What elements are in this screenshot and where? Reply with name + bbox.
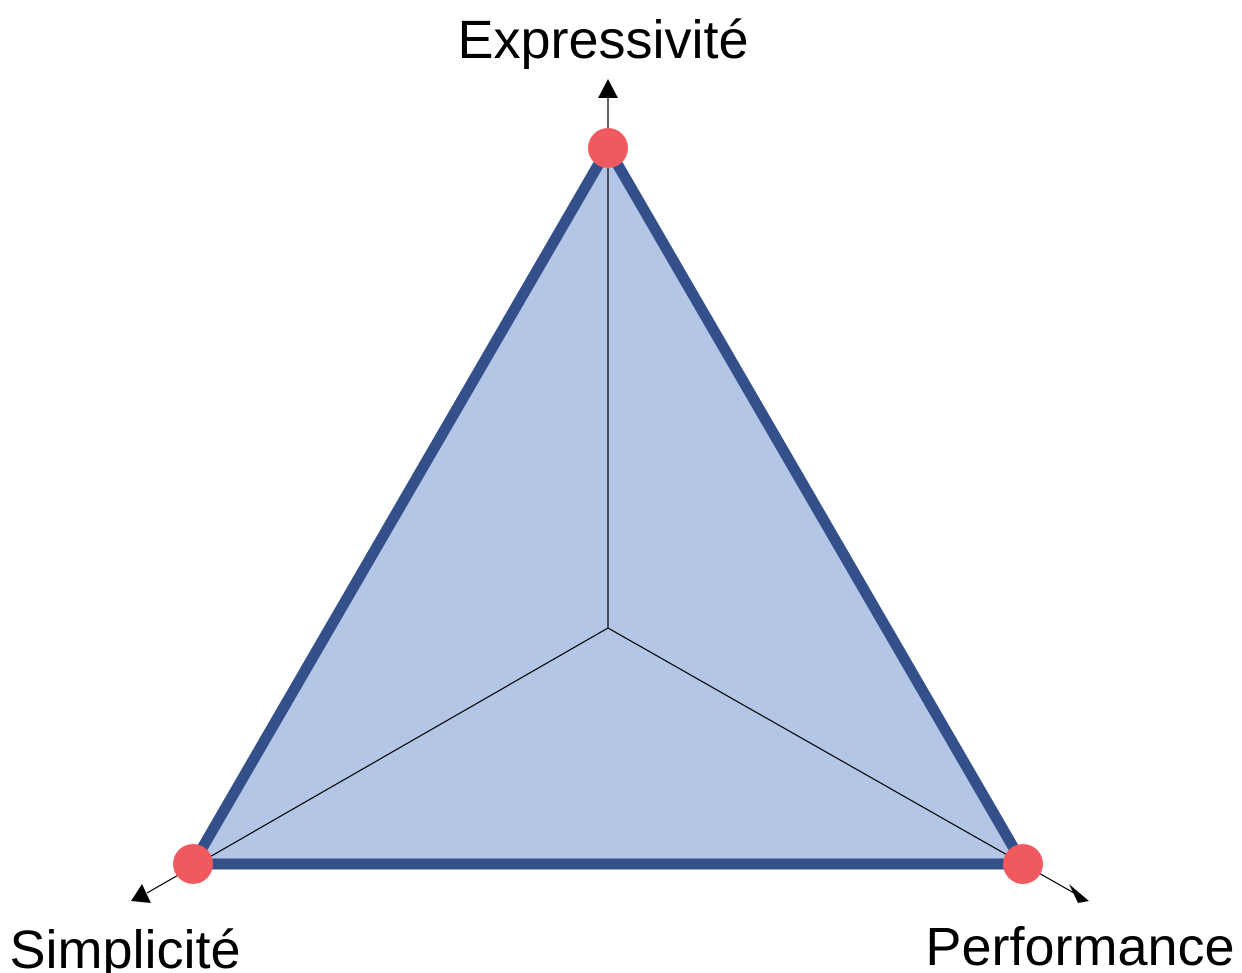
axis-line-simplicite: [146, 627, 609, 894]
vertex-marker-simplicite: [173, 844, 213, 884]
arrow-simplicite-icon: [131, 884, 151, 903]
axis-label-performance: Performance: [925, 917, 1234, 973]
axis-label-simplicite: Simplicité: [9, 920, 240, 973]
vertex-marker-performance: [1003, 844, 1043, 884]
arrow-performance-icon: [1069, 884, 1089, 903]
triangle-outline: [183, 137, 1033, 870]
axis-label-expressivite: Expressivité: [457, 10, 748, 70]
arrow-expressivite-icon: [598, 79, 618, 98]
vertex-marker-expressivite: [588, 128, 628, 168]
axis-line-performance: [607, 627, 1075, 894]
